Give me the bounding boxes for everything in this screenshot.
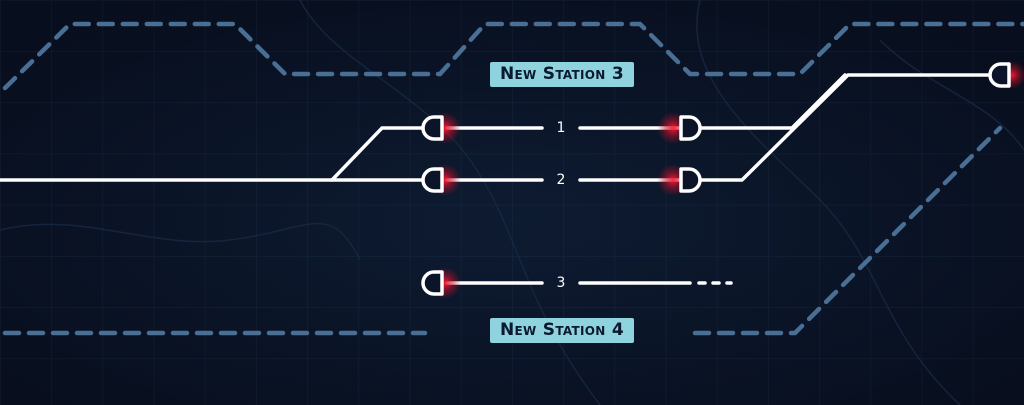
built-tracks	[0, 73, 992, 285]
track-number-2: 2	[556, 172, 566, 188]
buffer-stop-signal-icon[interactable]	[421, 115, 444, 141]
buffer-stop-signal-icon[interactable]	[421, 270, 444, 296]
planned-route-south-east	[692, 125, 1003, 336]
track-number-3: 3	[556, 275, 566, 291]
planned-route-north-west	[2, 21, 1024, 91]
east-track-2-exit	[698, 73, 992, 182]
planned-routes	[2, 21, 1024, 336]
track-number-1: 1	[556, 120, 566, 136]
buffer-stop-signal-icon[interactable]	[421, 167, 444, 193]
switch-to-track-1	[330, 126, 432, 182]
buffer-stop-signal-icon[interactable]	[679, 167, 702, 193]
buffer-stop-signal-icon[interactable]	[679, 115, 702, 141]
east-crossover	[790, 73, 847, 130]
buffer-stop-signal-icon[interactable]	[988, 62, 1011, 88]
station-label-new-station-4[interactable]: New Station 4	[490, 318, 634, 343]
station-label-new-station-3[interactable]: New Station 3	[490, 62, 634, 87]
